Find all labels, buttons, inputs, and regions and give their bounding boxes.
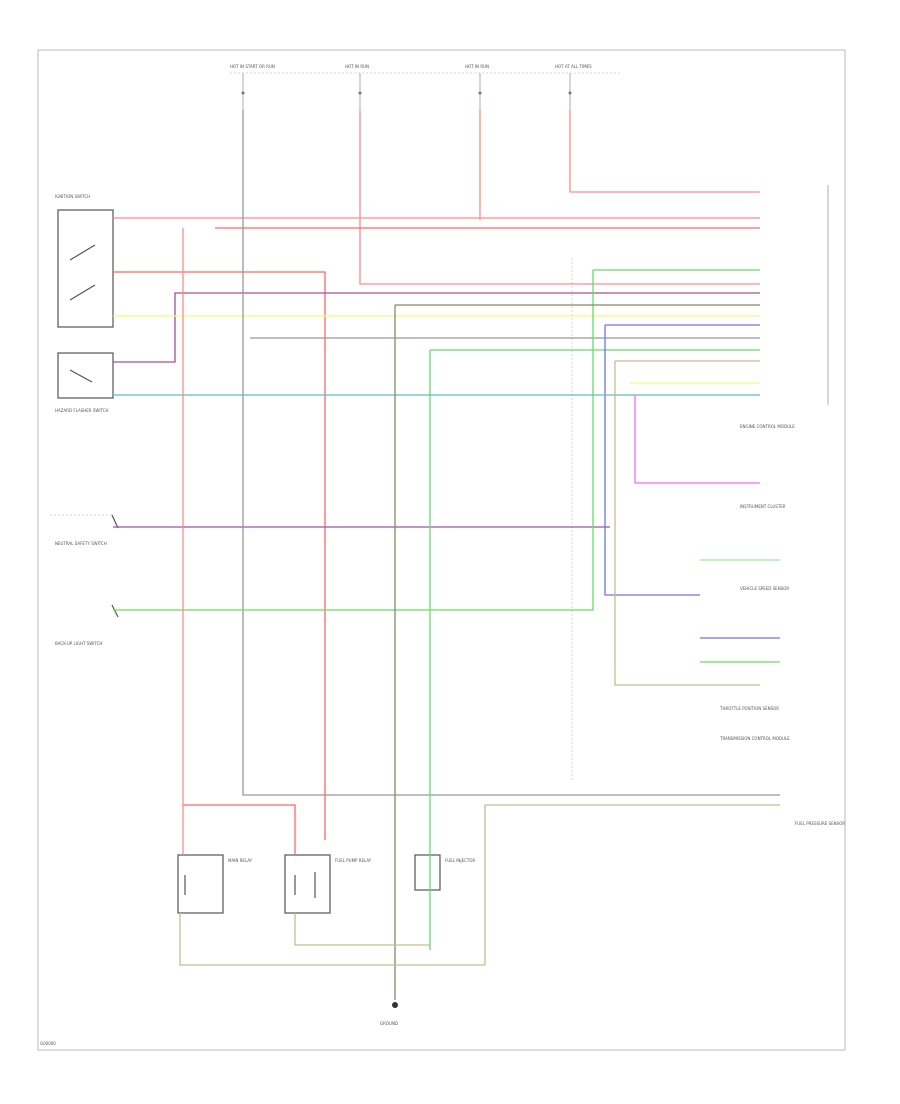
fuel-injector-label: FUEL INJECTOR <box>445 858 476 863</box>
hazard-switch-box <box>57 352 114 399</box>
ignition-switch: IGNITION SWITCH <box>55 194 114 328</box>
wire-green-14 <box>429 349 760 950</box>
main-relay-box <box>177 854 224 914</box>
main-relay-label: MAIN RELAY <box>228 858 253 863</box>
wire-tan-20 <box>179 804 780 966</box>
fuse-label-4: HOT AT ALL TIMES <box>555 64 592 69</box>
fuse-label-2: HOT IN RUN <box>345 64 369 69</box>
fuel-pump-relay-label: FUEL PUMP RELAY <box>335 858 372 863</box>
fuel-pump-relay: FUEL PUMP RELAY <box>284 854 372 914</box>
speed-sensor-label: VEHICLE SPEED SENSOR <box>740 586 789 591</box>
trans-control-label: TRANSMISSION CONTROL MODULE <box>719 736 790 741</box>
hazard-switch-label: HAZARD FLASHER SWITCH <box>55 408 109 413</box>
fuel-injector-box <box>414 854 441 891</box>
fuse-label-3: HOT IN RUN <box>465 64 489 69</box>
wire-violet-6 <box>113 292 760 363</box>
hazard-switch: HAZARD FLASHER SWITCH <box>55 352 114 413</box>
fuel-pump-relay-box <box>284 854 331 914</box>
wire-magenta-22 <box>634 395 760 484</box>
ecm-label: ENGINE CONTROL MODULE <box>740 424 795 429</box>
wire-pink-5 <box>113 271 326 840</box>
wire-tan-19 <box>614 360 760 686</box>
wire-gray-10 <box>242 110 780 796</box>
instrument-cluster-label: INSTRUMENT CLUSTER <box>740 504 786 509</box>
wire-blue-16 <box>604 325 700 596</box>
main-relay: MAIN RELAY <box>177 854 253 914</box>
fuel-injector: FUEL INJECTOR <box>414 854 476 891</box>
ground-label: GROUND <box>380 1021 398 1026</box>
fuse-label-1: HOT IN START OR RUN <box>230 64 275 69</box>
ignition-switch-label: IGNITION SWITCH <box>55 194 90 199</box>
back-up-switch-label: BACK-UP LIGHT SWITCH <box>55 641 102 646</box>
wire-red-0 <box>569 110 760 193</box>
wire-olive-18 <box>394 304 760 1000</box>
wire-green-13 <box>113 270 594 611</box>
fuel-pressure-label: FUEL PRESSURE SENSOR <box>795 821 845 826</box>
neutral-switch-label: NEUTRAL SAFETY SWITCH <box>55 541 107 546</box>
diagram-border <box>37 49 846 1051</box>
throttle-sensor-label: THROTTLE POSITION SENSOR <box>719 706 779 711</box>
wire-group <box>113 110 780 1000</box>
wire-pink-24 <box>183 804 296 855</box>
fuse-block: HOT IN START OR RUN HOT IN RUN HOT IN RU… <box>230 64 620 110</box>
footer-code: G00000 <box>40 1041 56 1046</box>
neutral-safety-switch: NEUTRAL SAFETY SWITCH <box>50 514 119 546</box>
ground-point: GROUND <box>380 1002 398 1026</box>
wire-tan-21 <box>294 913 430 946</box>
ignition-switch-box <box>57 209 114 328</box>
back-up-switch: BACK-UP LIGHT SWITCH <box>55 604 119 646</box>
wire-red-3 <box>359 110 760 285</box>
